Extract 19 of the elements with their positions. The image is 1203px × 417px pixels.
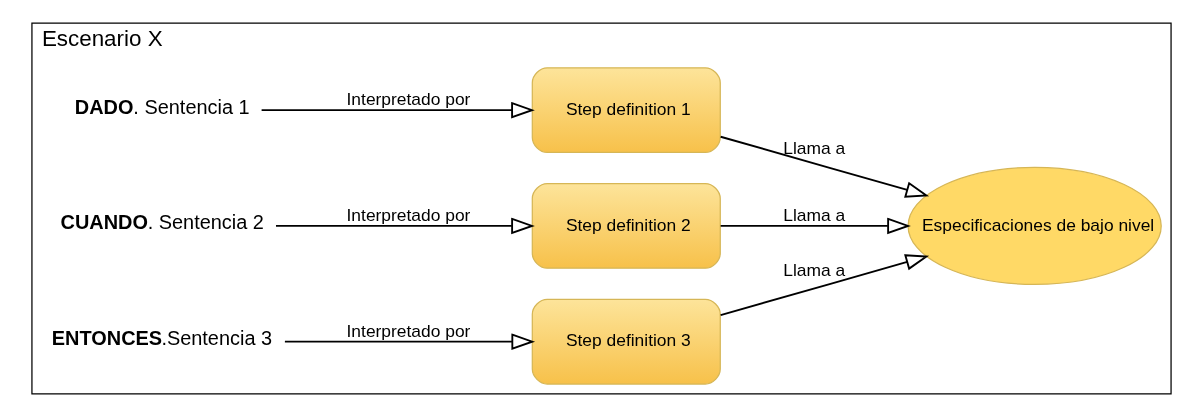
node-box: Step definition 2 — [531, 183, 721, 269]
edge-label: Interpretado por — [346, 89, 471, 110]
arrow — [719, 254, 930, 317]
arrow — [719, 217, 911, 235]
arrow — [260, 101, 535, 119]
node-text: CUANDO. Sentencia 2 — [60, 211, 264, 234]
edge-label: Llama a — [783, 205, 846, 226]
edge-label: Interpretado por — [346, 205, 471, 226]
node-text: ENTONCES.Sentencia 3 — [51, 327, 273, 350]
node-text: DADO. Sentencia 1 — [74, 95, 250, 118]
edge-label: Llama a — [783, 259, 846, 280]
arrow — [283, 333, 536, 350]
node-box: Step definition 1 — [531, 67, 721, 154]
arrow — [719, 135, 930, 198]
node-ellipse: Especificaciones de bajo nivel — [907, 166, 1162, 286]
edge-label: Llama a — [783, 137, 846, 158]
node-box: Step definition 3 — [531, 298, 721, 385]
arrow — [275, 217, 535, 235]
edge-label: Interpretado por — [346, 320, 471, 341]
